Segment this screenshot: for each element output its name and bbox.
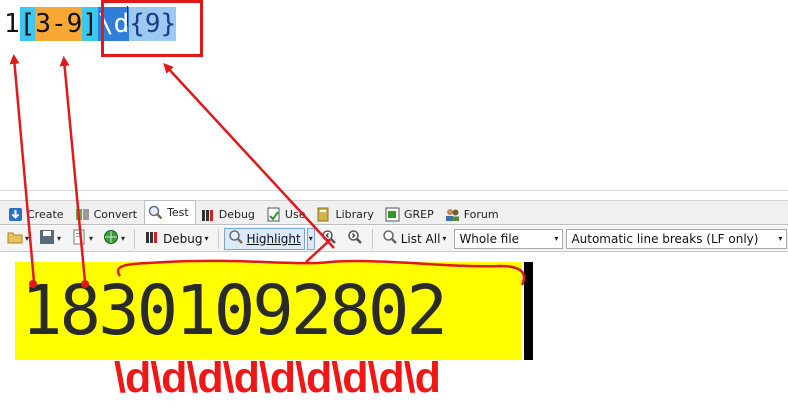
tab-convert[interactable]: Convert xyxy=(71,203,145,224)
highlight-dropdown[interactable]: ▾ xyxy=(306,227,315,250)
test-toolbar: ▾ ▾ ▾ ▾ Debug ▾ Highlight ▾ List All ▾ W… xyxy=(0,226,788,252)
tab-label: Library xyxy=(335,207,374,221)
tab-label: Forum xyxy=(463,207,499,221)
chevron-down-icon: ▾ xyxy=(442,234,447,243)
tab-library[interactable]: Library xyxy=(312,203,380,224)
tab-debug[interactable]: Debug xyxy=(196,203,262,224)
document-button[interactable]: ▾ xyxy=(67,228,97,250)
tab-forum[interactable]: Forum xyxy=(441,203,506,224)
toolbar-separator xyxy=(371,228,373,249)
save-button[interactable]: ▾ xyxy=(35,228,65,250)
regex-token-range: 3-9 xyxy=(35,7,83,41)
previous-match-button[interactable] xyxy=(317,228,341,250)
annotation-digits-label: \d\d\d\d\d\d\d\d\d xyxy=(114,354,441,402)
line-breaks-select-value: Automatic line breaks (LF only) xyxy=(571,231,759,246)
editor-caret xyxy=(127,6,128,26)
toolbar-separator xyxy=(134,228,136,249)
open-button[interactable]: ▾ xyxy=(3,228,33,250)
chevron-down-icon: ▾ xyxy=(121,234,126,243)
regex-token-literal: 1 xyxy=(4,9,20,39)
chevron-down-icon: ▾ xyxy=(554,234,559,243)
debug-button[interactable]: Debug ▾ xyxy=(140,228,212,250)
tab-label: Create xyxy=(27,207,64,221)
debug-icon xyxy=(200,207,215,222)
chevron-down-icon: ▾ xyxy=(778,234,783,243)
globe-icon xyxy=(103,229,119,248)
save-disk-icon xyxy=(39,229,55,248)
library-icon xyxy=(316,207,331,222)
tab-label: Use xyxy=(284,207,306,221)
regex-token-quantifier: {9} xyxy=(129,7,177,41)
regex-token-open-bracket: [ xyxy=(19,7,36,41)
use-icon xyxy=(266,207,281,222)
scope-select[interactable]: Whole file ▾ xyxy=(454,228,564,249)
tab-use[interactable]: Use xyxy=(262,203,313,224)
highlight-button[interactable]: Highlight xyxy=(223,227,305,250)
tab-label: GREP xyxy=(403,207,434,221)
chevron-down-icon: ▾ xyxy=(25,234,30,243)
test-magnifier-icon xyxy=(148,205,163,220)
chevron-down-icon: ▾ xyxy=(204,234,209,243)
tab-test[interactable]: Test xyxy=(144,200,196,224)
document-icon xyxy=(71,229,87,248)
chevron-down-icon: ▾ xyxy=(89,234,94,243)
grep-icon xyxy=(385,207,400,222)
line-breaks-select[interactable]: Automatic line breaks (LF only) ▾ xyxy=(566,228,788,249)
highlight-label: Highlight xyxy=(246,231,301,246)
annotation-highlight-box xyxy=(101,0,203,57)
regex-token-close-bracket: ] xyxy=(82,7,98,41)
chevron-down-icon: ▾ xyxy=(57,234,62,243)
zoom-previous-icon xyxy=(321,229,337,248)
text-cursor xyxy=(524,262,533,360)
list-all-label: List All xyxy=(400,231,441,246)
tab-grep[interactable]: GREP xyxy=(381,203,441,224)
debug-icon xyxy=(144,229,160,248)
folder-icon xyxy=(7,229,23,248)
toolbar-separator xyxy=(217,228,219,249)
forum-icon xyxy=(445,207,460,222)
subject-match-text[interactable]: 18301092802 xyxy=(15,262,522,360)
scope-select-value: Whole file xyxy=(459,231,520,246)
convert-icon xyxy=(75,207,90,222)
tab-create[interactable]: Create xyxy=(4,203,71,224)
list-all-button[interactable]: List All ▾ xyxy=(378,228,451,250)
next-match-button[interactable] xyxy=(343,228,367,250)
debug-label: Debug xyxy=(163,231,203,246)
web-button[interactable]: ▾ xyxy=(99,228,129,250)
regex-pattern[interactable]: 1 [ 3-9 ] \d {9} xyxy=(4,7,177,41)
magnifier-icon xyxy=(228,229,244,248)
zoom-next-icon xyxy=(347,229,363,248)
chevron-down-icon: ▾ xyxy=(308,234,313,243)
tab-label: Test xyxy=(167,206,189,219)
create-icon xyxy=(8,207,23,222)
tab-label: Debug xyxy=(218,207,255,221)
magnifier-icon xyxy=(382,229,398,248)
tab-label: Convert xyxy=(93,207,138,221)
tab-bar: Create Convert Test Debug Use Library GR… xyxy=(0,200,788,225)
